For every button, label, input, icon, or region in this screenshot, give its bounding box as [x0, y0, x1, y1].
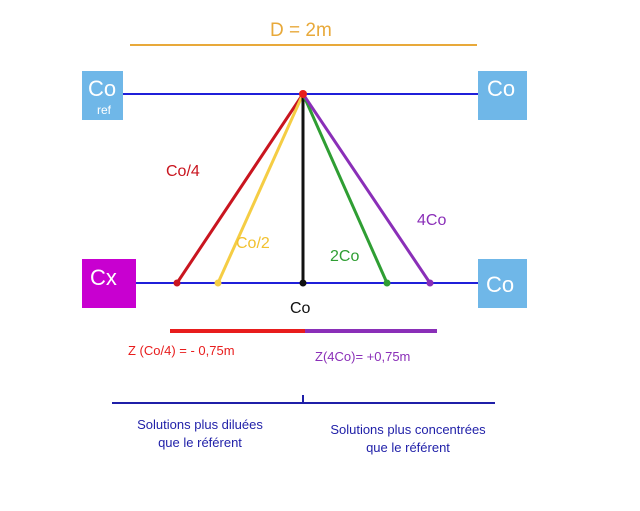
co-ref-label: Co — [88, 76, 117, 101]
cx-box: Cx — [82, 259, 136, 308]
co-top-right-label: Co — [487, 76, 516, 101]
solutions-diluted: Solutions plus diluées que le référent — [110, 416, 290, 452]
label-center-co: Co — [290, 300, 311, 317]
co-ref-sub-label: ref — [97, 103, 112, 117]
label-co-2: Co/2 — [236, 235, 270, 252]
solutions-concentrated: Solutions plus concentrées que le référe… — [308, 421, 508, 457]
distance-label: D = 2m — [270, 20, 332, 41]
line-co-2 — [216, 93, 305, 284]
co-bottom-right-box: Co — [478, 259, 527, 308]
line-2co — [301, 93, 389, 284]
co-top-right-box: Co — [478, 71, 527, 120]
point-co-2 — [214, 279, 222, 287]
z-left-label: Z (Co/4) = - 0,75m — [128, 343, 235, 358]
cx-label: Cx — [90, 265, 117, 290]
co-ref-box: Co ref — [82, 71, 123, 120]
label-2co: 2Co — [330, 248, 360, 265]
point-2co — [383, 279, 391, 287]
point-center — [299, 279, 307, 287]
line-co-4 — [175, 93, 305, 284]
solutions-concentrated-line1: Solutions plus concentrées — [330, 422, 486, 437]
z-right-label: Z(4Co)= +0,75m — [315, 349, 411, 364]
solutions-diluted-line1: Solutions plus diluées — [137, 417, 263, 432]
solutions-concentrated-line2: que le référent — [366, 440, 450, 455]
line-4co — [301, 93, 432, 284]
apex-point — [299, 90, 307, 98]
point-co-4 — [173, 279, 181, 287]
label-4co: 4Co — [417, 212, 447, 229]
co-bottom-right-label: Co — [486, 272, 515, 297]
point-4co — [426, 279, 434, 287]
label-co-4: Co/4 — [166, 163, 200, 180]
solutions-diluted-line2: que le référent — [158, 435, 242, 450]
